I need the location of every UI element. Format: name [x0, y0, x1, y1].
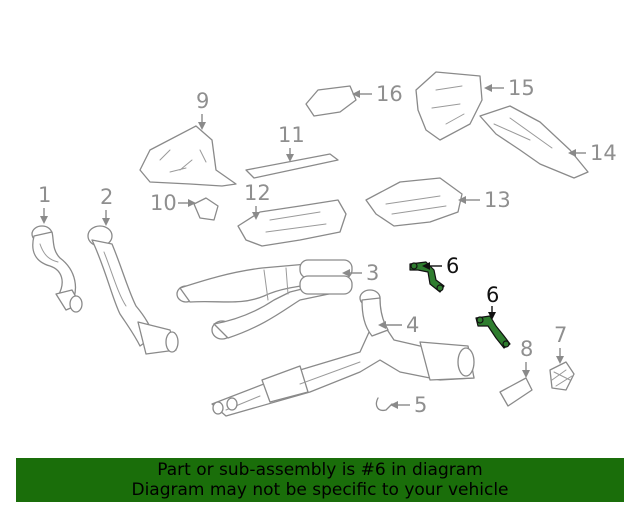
svg-text:12: 12: [244, 181, 271, 205]
part-6-bracket-lower[interactable]: [475, 315, 511, 349]
svg-text:15: 15: [508, 76, 535, 100]
exhaust-parts-diagram: 1 2 3 4 5 6 6 7 8 9: [31, 71, 617, 417]
callout-11: 11: [278, 123, 305, 162]
part-12-shield-plate[interactable]: [237, 199, 347, 247]
svg-text:7: 7: [554, 323, 567, 347]
callout-14: 14: [568, 141, 617, 165]
svg-text:10: 10: [150, 191, 177, 215]
svg-text:3: 3: [366, 261, 379, 285]
callout-16: 16: [352, 82, 403, 106]
part-15-large-shield[interactable]: [415, 71, 483, 141]
part-14-tunnel-shield[interactable]: [479, 105, 589, 179]
callout-4: 4: [378, 313, 419, 337]
svg-text:6: 6: [486, 283, 499, 307]
part-13-heat-shield[interactable]: [365, 177, 463, 227]
svg-text:4: 4: [406, 313, 419, 337]
callout-5: 5: [390, 393, 427, 417]
svg-text:8: 8: [520, 337, 533, 361]
callout-8: 8: [520, 337, 533, 378]
part-6-bracket-upper[interactable]: [409, 261, 445, 293]
callout-2: 2: [100, 185, 113, 226]
part-11-shield-strip[interactable]: [245, 153, 339, 179]
callout-6-upper: 6: [422, 254, 459, 278]
part-3-mid-pipes[interactable]: [176, 259, 353, 340]
info-banner: Part or sub-assembly is #6 in diagram Di…: [16, 458, 624, 502]
svg-text:2: 2: [100, 185, 113, 209]
svg-text:9: 9: [196, 89, 209, 113]
part-10-bracket[interactable]: [193, 197, 219, 221]
part-1-exhaust-pipe[interactable]: [31, 225, 83, 313]
svg-text:16: 16: [376, 82, 403, 106]
part-4-rear-muffler[interactable]: [211, 289, 475, 417]
callout-12: 12: [244, 181, 271, 220]
callout-15: 15: [484, 76, 535, 100]
part-8-hanger[interactable]: [499, 377, 533, 407]
svg-text:5: 5: [414, 393, 427, 417]
part-16-top-bracket[interactable]: [305, 85, 357, 117]
part-7-grille[interactable]: [549, 361, 575, 391]
svg-text:13: 13: [484, 188, 511, 212]
callout-13: 13: [458, 188, 511, 212]
callout-10: 10: [150, 191, 196, 215]
callout-1: 1: [38, 183, 51, 224]
banner-line-2: Diagram may not be specific to your vehi…: [131, 480, 509, 500]
part-5-clamp[interactable]: [375, 397, 393, 412]
banner-line-1: Part or sub-assembly is #6 in diagram: [157, 460, 483, 480]
svg-text:11: 11: [278, 123, 305, 147]
callout-7: 7: [554, 323, 567, 364]
svg-text:1: 1: [38, 183, 51, 207]
svg-text:6: 6: [446, 254, 459, 278]
callout-6-lower: 6: [486, 283, 499, 320]
part-9-heat-shield[interactable]: [139, 125, 237, 187]
callout-3: 3: [342, 261, 379, 285]
callout-9: 9: [196, 89, 209, 130]
svg-text:14: 14: [590, 141, 617, 165]
part-2-downpipe[interactable]: [87, 225, 179, 355]
